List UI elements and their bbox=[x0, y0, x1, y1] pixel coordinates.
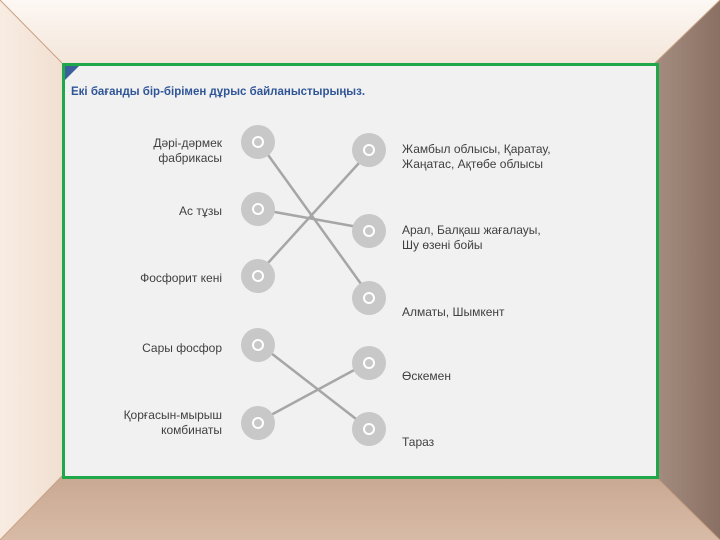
right-item-label-2: Арал, Балқаш жағалауы, Шу өзені бойы bbox=[402, 223, 541, 252]
right-item-label-4: Өскемен bbox=[402, 369, 451, 383]
circle-icon bbox=[363, 292, 375, 304]
circle-icon bbox=[363, 357, 375, 369]
left-item-label-2: Ас тұзы bbox=[179, 204, 222, 218]
circle-icon bbox=[252, 270, 264, 282]
frame-left-bevel bbox=[0, 0, 62, 540]
left-connector-3[interactable] bbox=[241, 259, 275, 293]
right-connector-5[interactable] bbox=[352, 412, 386, 446]
corner-triangle-icon bbox=[65, 66, 79, 80]
left-item-label-4: Сары фосфор bbox=[142, 341, 222, 355]
circle-icon bbox=[363, 144, 375, 156]
left-item-label-1: Дәрі-дәрмек фабрикасы bbox=[153, 136, 222, 165]
left-connector-5[interactable] bbox=[241, 406, 275, 440]
left-connector-1[interactable] bbox=[241, 125, 275, 159]
right-item-label-3: Алматы, Шымкент bbox=[402, 305, 505, 319]
left-item-label-5: Қорғасын-мырыш комбинаты bbox=[123, 408, 222, 437]
connection-line bbox=[257, 342, 370, 430]
right-connector-1[interactable] bbox=[352, 133, 386, 167]
circle-icon bbox=[363, 423, 375, 435]
right-item-label-1: Жамбыл облысы, Қаратау, Жаңатас, Ақтөбе … bbox=[402, 142, 551, 171]
connection-lines bbox=[256, 140, 371, 430]
left-connector-4[interactable] bbox=[241, 328, 275, 362]
circle-icon bbox=[252, 417, 264, 429]
left-connector-2[interactable] bbox=[241, 192, 275, 226]
connection-line bbox=[257, 151, 370, 275]
circle-icon bbox=[252, 339, 264, 351]
content-panel: Екі бағанды бір-бірімен дұрыс байланысты… bbox=[62, 63, 659, 479]
circle-icon bbox=[252, 203, 264, 215]
left-item-label-3: Фосфорит кені bbox=[140, 271, 222, 285]
connection-line bbox=[257, 207, 370, 231]
right-connector-4[interactable] bbox=[352, 346, 386, 380]
right-connector-2[interactable] bbox=[352, 214, 386, 248]
right-connector-3[interactable] bbox=[352, 281, 386, 315]
circle-icon bbox=[252, 136, 264, 148]
right-item-label-5: Тараз bbox=[402, 435, 435, 449]
frame-bottom-bevel bbox=[0, 476, 720, 540]
frame-right-bevel bbox=[655, 0, 720, 540]
instruction-title: Екі бағанды бір-бірімен дұрыс байланысты… bbox=[71, 86, 366, 98]
connection-line bbox=[257, 360, 370, 424]
circle-icon bbox=[363, 225, 375, 237]
frame-top-bevel bbox=[0, 0, 720, 63]
